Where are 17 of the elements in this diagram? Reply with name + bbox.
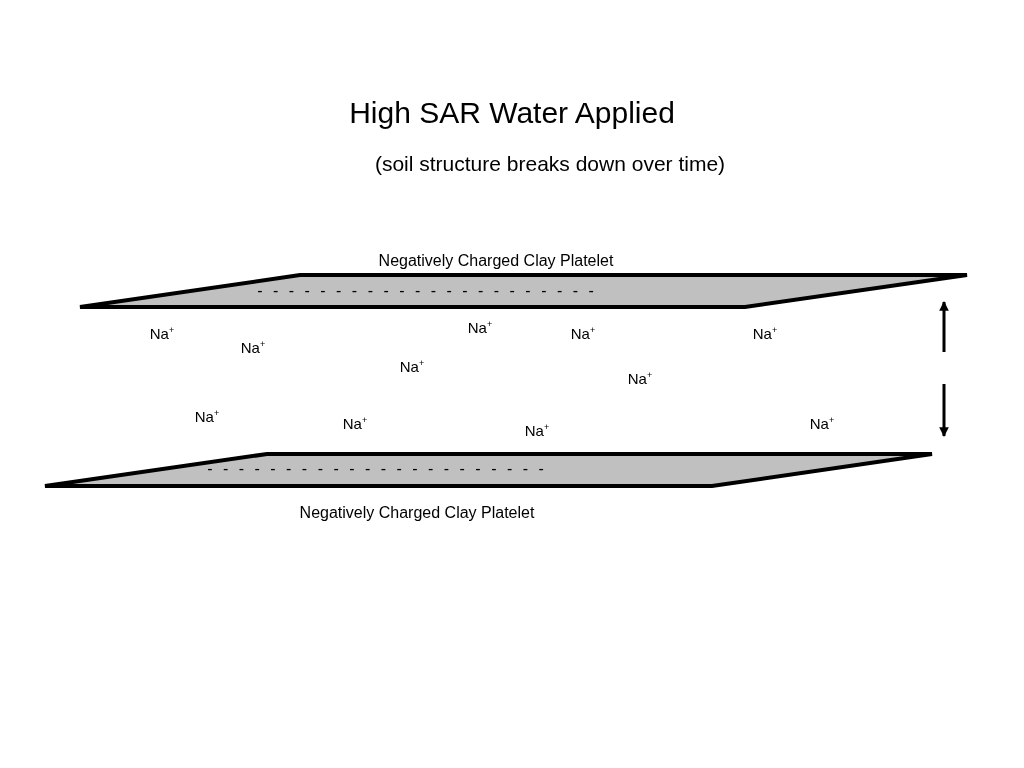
sodium-ion-label: Na$^{+}$ [524,421,550,439]
sodium-ion-label: Na$^{+}$ [570,324,596,342]
sodium-ion-label: Na$^{+}$ [342,414,368,432]
sodium-ion-label: Na$^{+}$ [467,318,493,336]
sodium-ion-label: Na$^{+}$ [399,357,425,375]
sodium-ion-label: Na$^{+}$ [194,407,220,425]
negative-charge-marks: - - - - - - - - - - - - - - - - - - - - - - [207,460,547,478]
sodium-ion-label: Na$^{+}$ [149,324,175,342]
subtitle: (soil structure breaks down over time) [374,152,726,176]
platelet-label: Negatively Charged Clay Platelet [378,252,614,270]
sodium-ion-label: Na$^{+}$ [752,324,778,342]
sodium-ion-label: Na$^{+}$ [240,338,266,356]
platelet-label: Negatively Charged Clay Platelet [299,504,535,522]
sodium-ion-label: Na$^{+}$ [627,369,653,387]
title: High SAR Water Applied [349,96,675,130]
sodium-ion-label: Na$^{+}$ [809,414,835,432]
negative-charge-marks: - - - - - - - - - - - - - - - - - - - - - - [257,282,597,300]
